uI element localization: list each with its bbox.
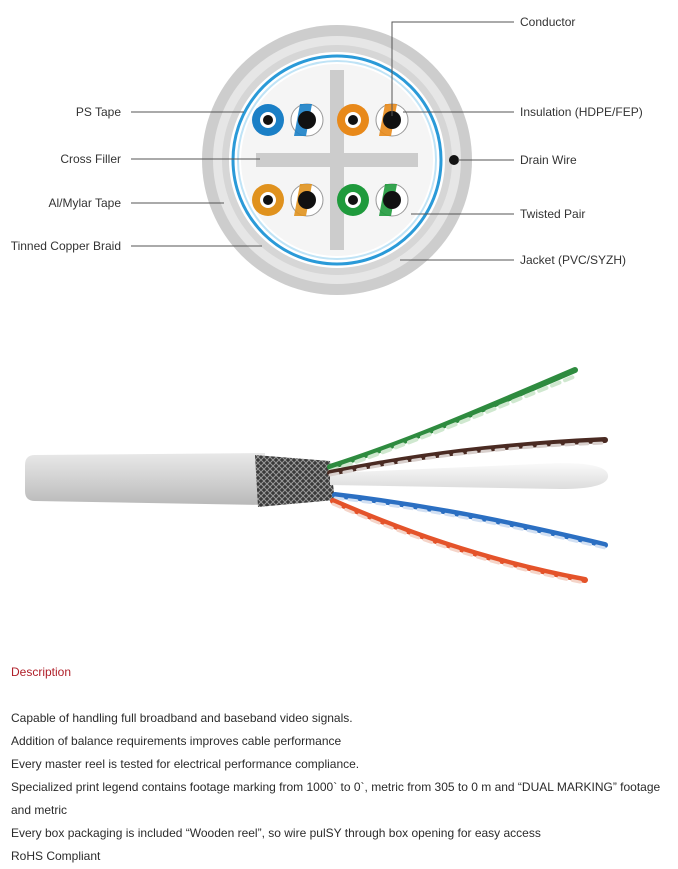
- label-tinned-copper-braid: Tinned Copper Braid: [11, 239, 121, 253]
- pair-top-left: [252, 103, 324, 137]
- shield-light-ring: [237, 60, 437, 260]
- pair-bottom-right: [337, 183, 409, 217]
- description-section: Description Capable of handling full bro…: [11, 663, 671, 868]
- description-item: Specialized print legend contains footag…: [11, 780, 661, 817]
- pair-bottom-left: [252, 183, 324, 217]
- cable-foil: [330, 463, 609, 489]
- wire-orange: [330, 498, 588, 583]
- label-insulation: Insulation (HDPE/FEP): [520, 105, 643, 119]
- cable-cross-section-diagram: PS Tape Cross Filler Al/Mylar Tape Tinne…: [11, 15, 643, 295]
- cable-braid: [255, 455, 335, 507]
- wire-orange-white: [331, 502, 587, 585]
- description-item: Every box packaging is included “Wooden …: [11, 826, 541, 840]
- cable-jacket: [25, 453, 265, 505]
- label-twisted-pair: Twisted Pair: [520, 207, 585, 221]
- label-ps-tape: PS Tape: [76, 105, 121, 119]
- label-al-mylar-tape: Al/Mylar Tape: [49, 196, 122, 210]
- description-item: Capable of handling full broadband and b…: [11, 711, 353, 725]
- label-conductor: Conductor: [520, 15, 575, 29]
- wire-green: [327, 367, 578, 470]
- label-drain-wire: Drain Wire: [520, 153, 577, 167]
- wire-brown: [327, 437, 608, 476]
- shield-blue-ring: [231, 54, 443, 266]
- description-item: Every master reel is tested for electric…: [11, 757, 360, 771]
- label-jacket: Jacket (PVC/SYZH): [520, 253, 626, 267]
- description-list: Capable of handling full broadband and b…: [11, 707, 671, 868]
- wire-green-white: [328, 373, 580, 473]
- wire-brown-white: [328, 441, 607, 477]
- cable-photo: [25, 367, 609, 585]
- description-heading: Description: [11, 665, 72, 679]
- description-item: RoHS Compliant: [11, 849, 101, 863]
- description-item: Addition of balance requirements improve…: [11, 734, 342, 748]
- label-cross-filler: Cross Filler: [60, 152, 121, 166]
- wire-blue-white: [333, 496, 607, 550]
- pair-top-right: [337, 103, 409, 137]
- drain-wire-dot: [449, 155, 459, 165]
- wire-blue: [332, 492, 608, 548]
- leader-lines: [131, 21, 514, 261]
